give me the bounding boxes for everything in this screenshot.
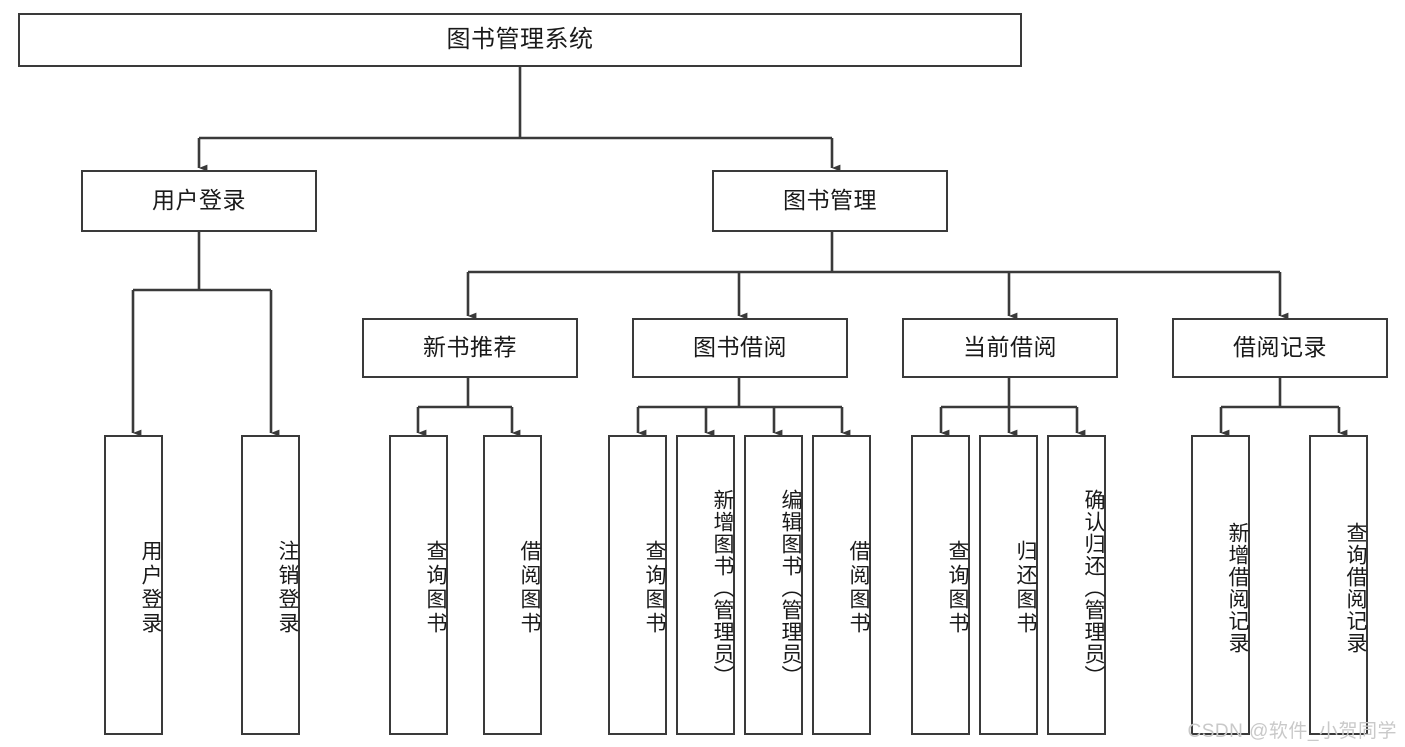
node-user-login[interactable]: 用户登录 <box>81 170 317 232</box>
leaf-new-book-query[interactable]: 查询图书 <box>389 435 448 735</box>
leaf-book-borrow-query[interactable]: 查询图书 <box>608 435 667 735</box>
leaf-book-borrow-lend[interactable]: 借阅图书 <box>812 435 871 735</box>
leaf-user-login-signin[interactable]: 用户登录 <box>104 435 163 735</box>
leaf-book-borrow-edit[interactable]: 编辑图书（管理员） <box>744 435 803 735</box>
leaf-borrow-record-query[interactable]: 查询借阅记录 <box>1309 435 1368 735</box>
node-book-borrow[interactable]: 图书借阅 <box>632 318 848 378</box>
leaf-current-borrow-return[interactable]: 归还图书 <box>979 435 1038 735</box>
node-root-system[interactable]: 图书管理系统 <box>18 13 1022 67</box>
leaf-current-borrow-query[interactable]: 查询图书 <box>911 435 970 735</box>
leaf-current-borrow-confirm-return[interactable]: 确认归还（管理员） <box>1047 435 1106 735</box>
leaf-borrow-record-add[interactable]: 新增借阅记录 <box>1191 435 1250 735</box>
csdn-watermark: CSDN @软件_小贺同学 <box>1187 721 1397 742</box>
leaf-book-borrow-add[interactable]: 新增图书（管理员） <box>676 435 735 735</box>
node-current-borrow[interactable]: 当前借阅 <box>902 318 1118 378</box>
node-borrow-record[interactable]: 借阅记录 <box>1172 318 1388 378</box>
leaf-new-book-borrow[interactable]: 借阅图书 <box>483 435 542 735</box>
node-new-book-recommend[interactable]: 新书推荐 <box>362 318 578 378</box>
node-book-management[interactable]: 图书管理 <box>712 170 948 232</box>
leaf-user-login-signout[interactable]: 注销登录 <box>241 435 300 735</box>
